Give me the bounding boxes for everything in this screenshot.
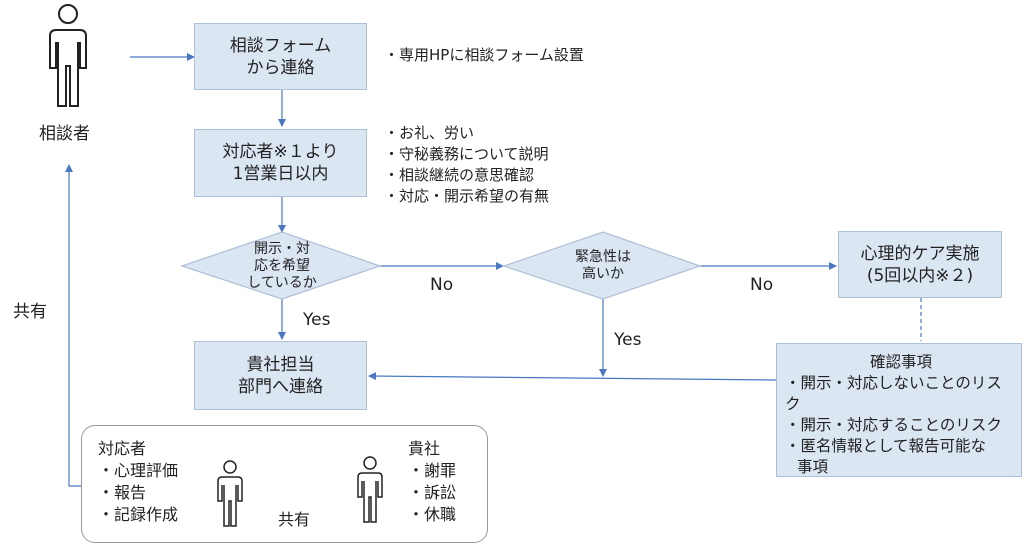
confirm-title: 確認事項 [869,353,932,371]
decision-urgent [502,231,702,300]
form-notes: ・専用HPに相談フォーム設置 [384,46,584,64]
requester-label: 相談者 [39,124,90,144]
confirm-items-box: 確認事項 ・開示・対応しないことのリスク ・開示・対応することのリスク ・匿名情… [776,343,1022,477]
form-contact-box: 相談フォームから連絡 [194,23,367,90]
edge-label-yes-2: Yes [614,330,642,350]
arrow-share-to-requester [65,164,81,487]
share-label-left: 共有 [13,302,47,322]
edge-label-no-1: No [430,275,454,295]
decision-disclose-text: 開示・対応を希望しているか [247,240,317,291]
psych-care-box: 心理的ケア実施(5回以内※２) [838,231,1002,298]
requester-person-icon [49,4,87,107]
company-person-icon [357,456,383,523]
contact-department-box: 貴社担当部門へ連絡 [194,341,367,410]
decision-disclose [180,231,382,300]
arrow-confirm-to-contact [368,372,777,381]
responder-notes: ・お礼、労い ・守秘義務について説明 ・相談継続の意思確認 ・対応・開示希望の有… [384,124,550,205]
decision-urgent-text: 緊急性は高いか [575,249,631,282]
legend-company-list: 貴社 ・謝罪 ・訴訟 ・休職 [408,439,457,524]
legend-responder-list: 対応者 ・心理評価 ・報告 ・記録作成 [98,439,179,524]
edge-label-no-2: No [750,275,774,295]
responder-person-icon [217,460,243,527]
share-legend-panel: 対応者 ・心理評価 ・報告 ・記録作成 貴社 ・謝罪 ・訴訟 ・休職 共有 [81,425,488,543]
edge-label-yes-1: Yes [303,310,331,330]
legend-share-label: 共有 [278,510,311,529]
